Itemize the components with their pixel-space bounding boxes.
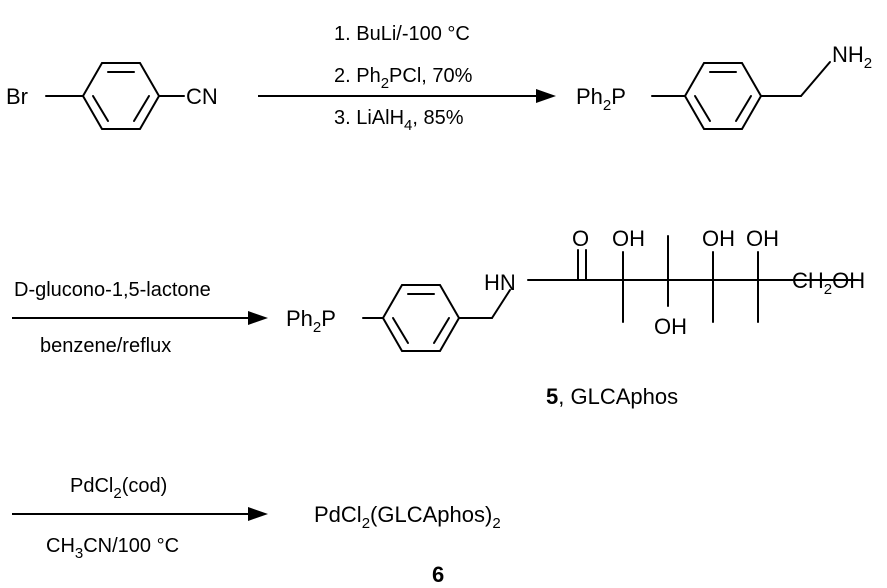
condition-2-bottom: benzene/reflux <box>40 335 171 357</box>
bromo-label: Br <box>6 84 28 109</box>
pd-complex-product: PdCl2(GLCAphos)2 <box>314 502 501 532</box>
condition-1-1: 1. BuLi/-100 °C <box>334 23 470 45</box>
bromobenzonitrile-structure: Br CN <box>6 62 218 130</box>
carbonyl-o-label: O <box>572 226 589 251</box>
condition-1-3: 3. LiAlH4, 85% <box>334 107 464 134</box>
hydroxyl-label-2: OH <box>654 314 687 339</box>
condition-3-bottom: CH3CN/100 °C <box>46 535 179 562</box>
amine-label: NH2 <box>832 42 872 72</box>
reaction-arrow-1 <box>258 89 556 103</box>
hydroxyl-label-3: OH <box>702 226 735 251</box>
condition-3-top: PdCl2(cod) <box>70 475 167 502</box>
condition-2-top: D-glucono-1,5-lactone <box>14 279 211 301</box>
hydroxyl-label-4: OH <box>746 226 779 251</box>
reaction-arrow-3 <box>12 507 268 521</box>
nitrile-label: CN <box>186 84 218 109</box>
ph2p-label-2: Ph2P <box>286 306 336 336</box>
ph2p-label: Ph2P <box>576 84 626 114</box>
reaction-arrow-2 <box>12 311 268 325</box>
glcaphos-structure: Ph2P HN O OH OH OH OH CH2OH <box>286 226 865 352</box>
compound-6-caption: 6 <box>432 562 444 587</box>
condition-1-2: 2. Ph2PCl, 70% <box>334 65 473 92</box>
ch2oh-label: CH2OH <box>792 268 865 298</box>
phosphino-benzylamine-structure: Ph2P NH2 <box>576 42 872 130</box>
compound-5-caption: 5, GLCAphos <box>546 384 678 409</box>
hydroxyl-label-1: OH <box>612 226 645 251</box>
amide-nh-label: HN <box>484 270 516 295</box>
